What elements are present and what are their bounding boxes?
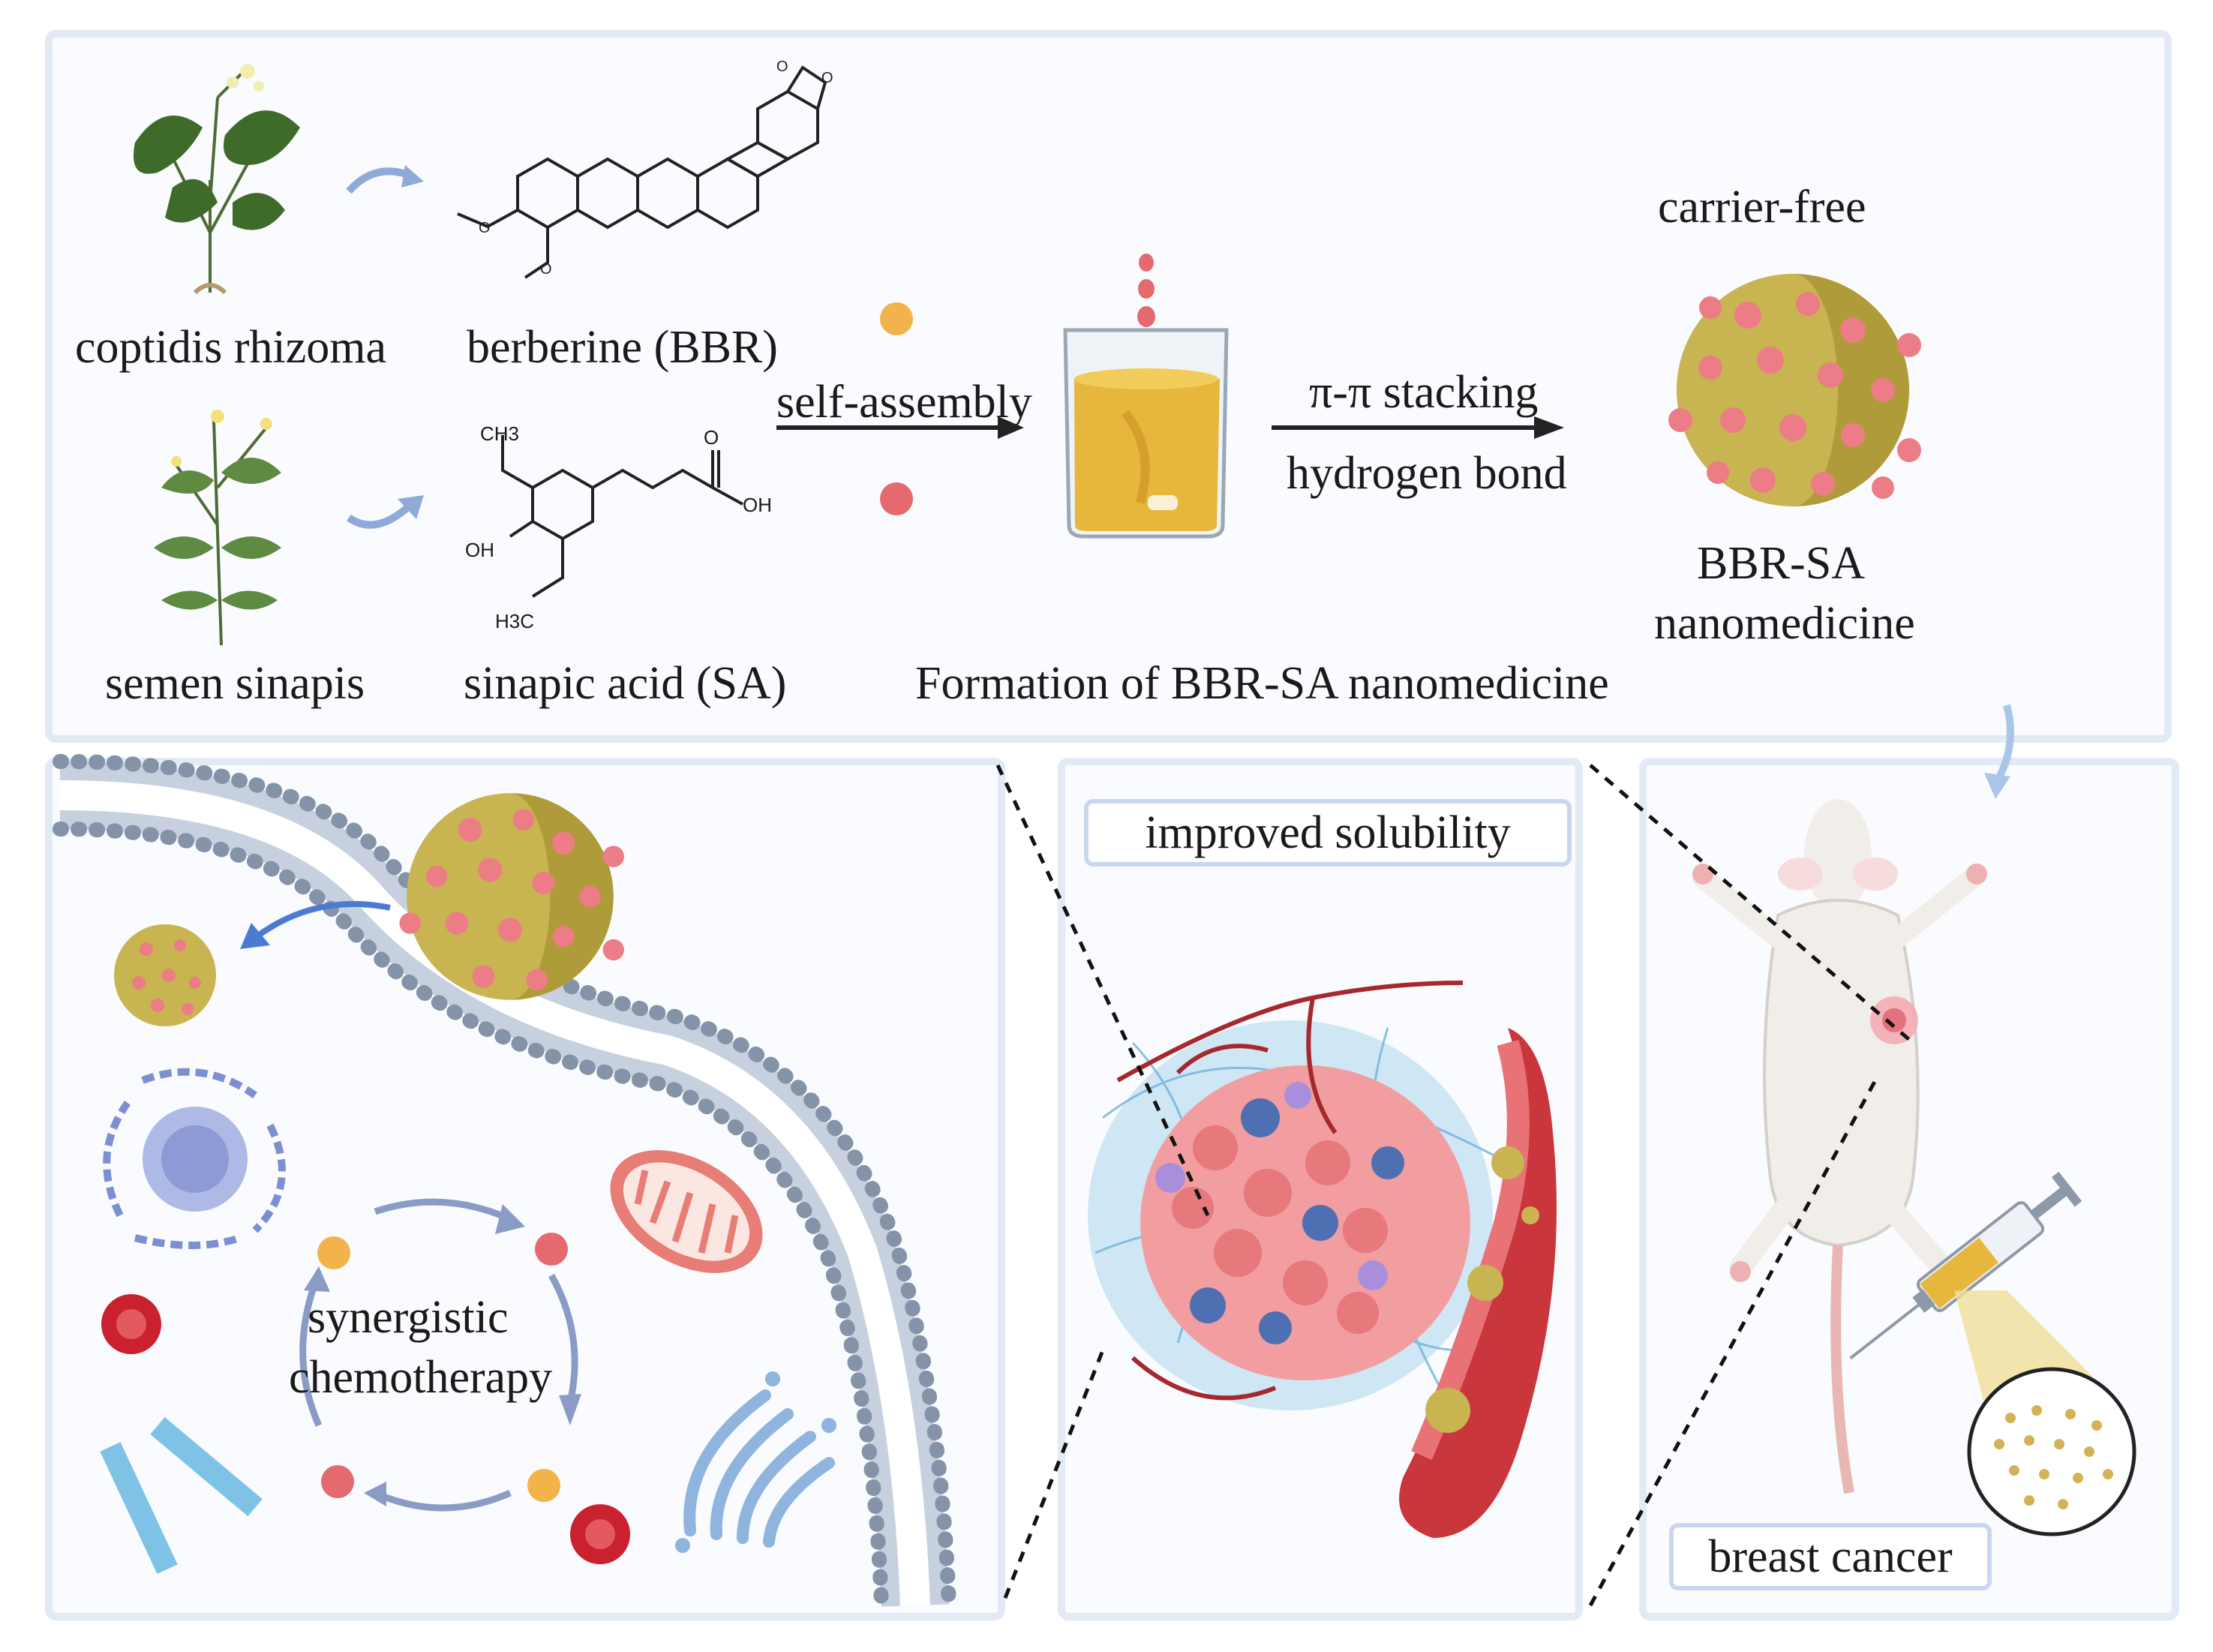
svg-text:O: O [540,261,552,278]
fiber-icon [100,1416,263,1574]
svg-text:O: O [479,220,491,236]
sa-atom-label: OH [465,539,494,561]
syringe-icon [1849,1171,2082,1360]
curved-arrow-icon [347,495,424,529]
beaker-icon [1063,254,1229,539]
molecule-label-berberine: berberine (BBR) [467,322,778,373]
interaction-label-hydrogen-bond: hydrogen bond [1287,448,1567,499]
bbr-sa-nanoparticle-icon [1668,274,1921,506]
sa-atom-label: OH [743,494,772,516]
red-blood-cell-icon [101,1294,161,1354]
sa-atom-label: CH3 [480,422,520,445]
connector-arrow-icon [1984,704,2014,799]
sinapic-acid-structure-icon [501,435,743,598]
semen-sinapis-plant-icon [154,410,281,646]
plant-label-sinapis: semen sinapis [105,658,365,709]
synergy-label-line-2: chemotherapy [289,1352,553,1403]
berberine-structure-icon: O O O O [457,59,833,279]
magnified-nanoparticles-icon [1954,1290,2136,1536]
molecule-label-sinapic-acid: sinapic acid (SA) [464,658,787,709]
sa-atom-label: H3C [495,610,535,632]
mouse-icon [1692,799,1987,1494]
tumor-tissue-icon [1088,981,1557,1538]
coptidis-rhizoma-plant-icon [134,64,300,295]
sa-dot-icon [880,302,913,335]
self-assembly-label: self-assembly [776,377,1032,428]
interaction-label-stacking: π-π stacking [1309,367,1539,418]
nanoparticle-name-line-1: BBR-SA [1697,538,1865,589]
red-blood-cell-icon [570,1504,630,1564]
nanoparticle-name-line-2: nanomedicine [1654,598,1915,649]
mitochondrion-icon [610,1150,763,1273]
svg-text:O: O [776,59,788,75]
nucleus-icon [103,1068,286,1249]
curved-arrow-icon [346,165,424,194]
svg-text:O: O [821,70,833,86]
sa-atom-label: O [704,426,719,449]
synergy-label-line-1: synergistic [308,1292,509,1343]
uptake-arrow-icon [240,901,391,949]
cell-membrane-icon [53,754,956,1613]
breast-cancer-label: breast cancer [1669,1523,1992,1590]
carrier-free-label: carrier-free [1658,182,1866,233]
top-panel-caption: Formation of BBR-SA nanomedicine [915,658,1609,709]
arrow-icon [1272,416,1564,439]
synergy-cycle-icon [299,1198,581,1512]
bbr-sa-nanoparticle-icon [399,793,624,1000]
small-nanoparticle-icon [114,924,216,1026]
bbr-dot-icon [880,482,913,515]
golgi-icon [675,1371,836,1553]
improved-solubility-label: improved solubility [1084,799,1572,867]
plant-label-coptidis: coptidis rhizoma [75,322,386,373]
arrow-icon [776,416,1024,439]
